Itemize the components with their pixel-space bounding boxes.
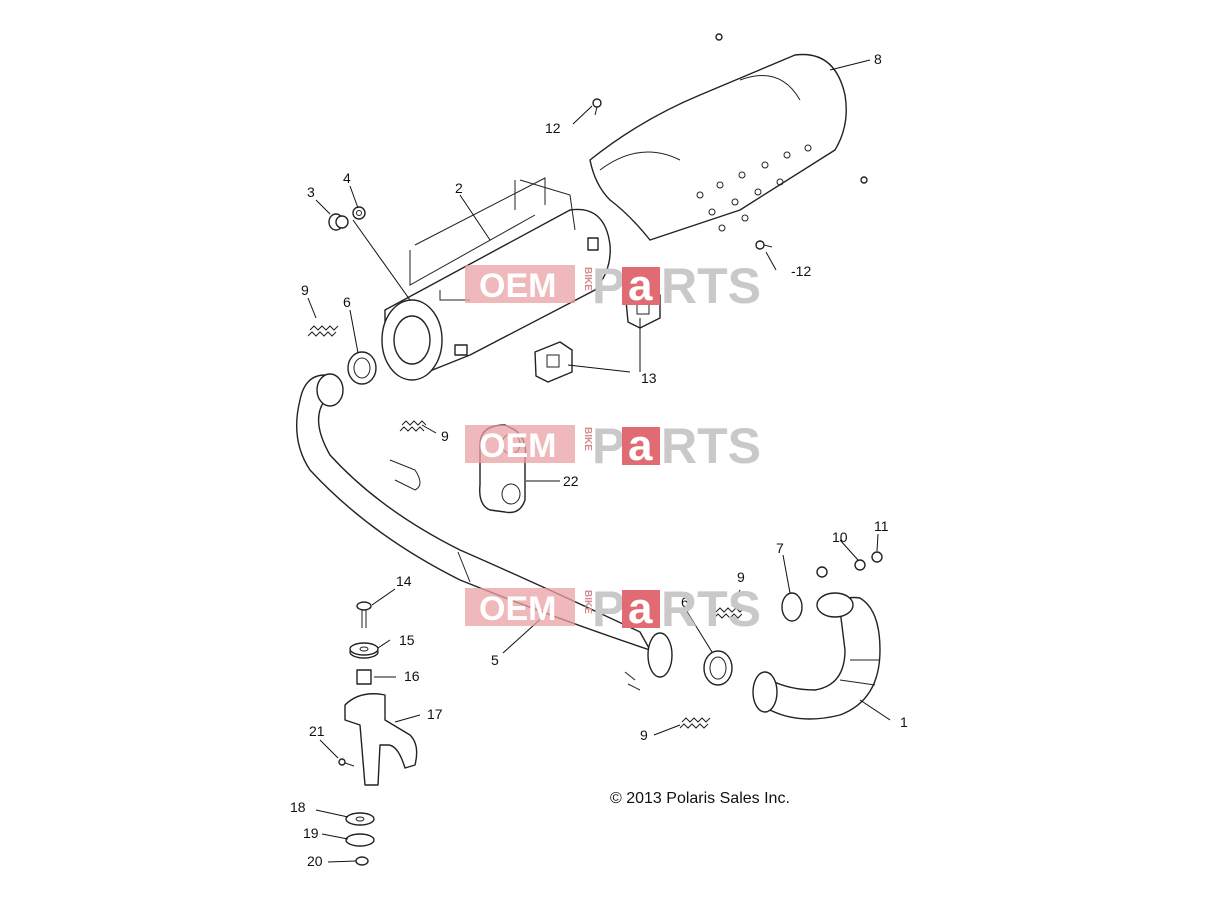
watermark-1: OEM BIKE P a RTS <box>465 258 761 314</box>
watermark-p: P <box>592 581 625 637</box>
bolt-part-12-right <box>755 240 773 250</box>
callout-3: 3 <box>307 184 315 200</box>
copyright-text: © 2013 Polaris Sales Inc. <box>610 790 790 807</box>
callout-18: 18 <box>290 799 306 815</box>
gasket-part-6-right <box>703 650 733 686</box>
callout-labels: 1 2 3 4 5 6 6 7 8 9 9 9 9 10 11 12 -12 1… <box>290 51 908 869</box>
watermark-bike: BIKE <box>582 427 593 451</box>
gasket-part-6-left <box>347 351 377 385</box>
callout-4: 4 <box>343 170 351 186</box>
header-pipe-part-1 <box>752 592 881 720</box>
watermark-p: P <box>592 418 625 474</box>
callout-2: 2 <box>455 180 463 196</box>
spring-part-9-mid <box>399 420 427 432</box>
callout-17: 17 <box>427 706 443 722</box>
callout-7: 7 <box>776 540 784 556</box>
heat-shield-part-8 <box>589 33 868 241</box>
nut-part-20 <box>355 856 369 866</box>
callout-10: 10 <box>832 529 848 545</box>
nut-part-11 <box>871 551 883 563</box>
callout-22: 22 <box>563 473 579 489</box>
callout-5: 5 <box>491 652 499 668</box>
callout-20: 20 <box>307 853 323 869</box>
sleeve-part-16 <box>356 669 372 685</box>
callout-9-mid: 9 <box>441 428 449 444</box>
callout-21: 21 <box>309 723 325 739</box>
callout-1: 1 <box>900 714 908 730</box>
watermark-rts: RTS <box>661 418 761 474</box>
watermark-oem: OEM <box>479 427 556 465</box>
callout-8: 8 <box>874 51 882 67</box>
head-pipe-part-5 <box>295 373 673 691</box>
watermark-rts: RTS <box>661 258 761 314</box>
spring-part-9-bottom <box>679 717 711 729</box>
washer-part-4 <box>352 206 366 220</box>
bolt-part-12-top <box>592 98 602 116</box>
callout-12-right: -12 <box>791 263 811 279</box>
callout-6-left: 6 <box>343 294 351 310</box>
callout-6-right: 6 <box>681 594 689 610</box>
callout-9-right: 9 <box>737 569 745 585</box>
watermark-p: P <box>592 258 625 314</box>
callout-9-left: 9 <box>301 282 309 298</box>
callout-19: 19 <box>303 825 319 841</box>
watermark-3: OEM BIKE P a RTS <box>465 581 761 637</box>
bolt-part-21 <box>338 758 355 767</box>
watermark-a: a <box>628 584 653 633</box>
callout-13: 13 <box>641 370 657 386</box>
spring-part-9-right <box>713 607 745 619</box>
watermark-rts: RTS <box>661 581 761 637</box>
callout-15: 15 <box>399 632 415 648</box>
o-ring-part-7 <box>781 592 803 622</box>
watermark-bike: BIKE <box>582 590 593 614</box>
watermark-a: a <box>628 421 653 470</box>
bracket-part-17 <box>344 693 418 786</box>
watermark-a: a <box>628 261 653 310</box>
bolt-part-3 <box>328 213 349 231</box>
spring-part-9-left <box>307 325 339 337</box>
watermark-oem: OEM <box>479 590 556 628</box>
watermark-bike: BIKE <box>582 267 593 291</box>
callout-16: 16 <box>404 668 420 684</box>
callout-11: 11 <box>874 518 889 534</box>
callout-9-bottom: 9 <box>640 727 648 743</box>
nut-part-10 <box>816 559 866 578</box>
callout-14: 14 <box>396 573 412 589</box>
bolt-part-14 <box>356 601 372 628</box>
leader-lines <box>307 59 891 863</box>
watermark-2: OEM BIKE P a RTS <box>465 418 761 474</box>
grommet-part-15 <box>349 642 379 659</box>
callout-12-top: 12 <box>545 120 561 136</box>
watermark-oem: OEM <box>479 267 556 305</box>
washer-part-18 <box>345 812 375 826</box>
washer-part-19 <box>345 833 375 847</box>
